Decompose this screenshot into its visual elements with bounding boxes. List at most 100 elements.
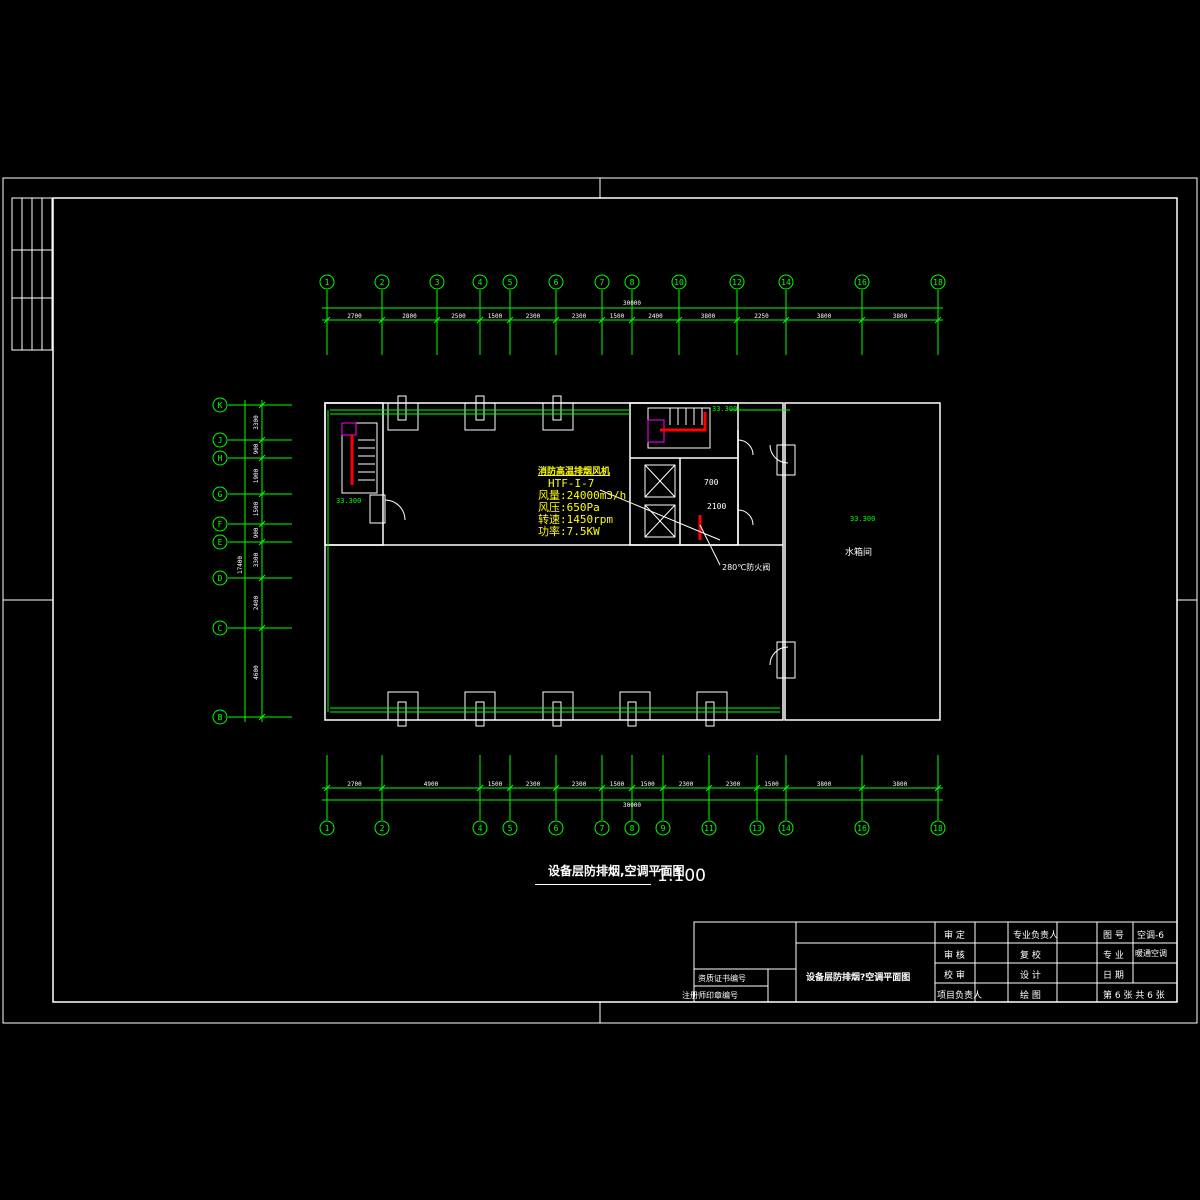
svg-text:16: 16 [857, 824, 867, 833]
svg-text:B: B [218, 713, 223, 722]
svg-text:7: 7 [600, 824, 605, 833]
tb-discipline-label: 专 业 [1103, 951, 1124, 961]
tb-cert-a: 资质证书编号 [698, 974, 746, 983]
svg-text:5: 5 [508, 824, 513, 833]
axis-left-F: F [212, 516, 228, 532]
dim-top-1: 2800 [402, 313, 417, 320]
axis-bottom-11: 11 [701, 820, 717, 836]
tb-discipline: 暖通空调 [1135, 949, 1167, 958]
dim-top-0: 2700 [347, 313, 362, 320]
fan-annotation: 消防高温排烟风机 HTF-I-7 风量:24000m3/h 风压:650Pa 转… [538, 466, 626, 538]
axis-bottom-5: 5 [502, 820, 518, 836]
svg-text:4: 4 [478, 278, 483, 287]
fan-title: 消防高温排烟风机 [538, 467, 611, 477]
dim-bottom-8: 2300 [726, 781, 741, 788]
outer-sheet-border [2, 177, 1198, 1024]
axis-left-J: J [212, 432, 228, 448]
svg-text:H: H [218, 454, 223, 463]
svg-text:16: 16 [857, 278, 867, 287]
svg-text:J: J [218, 436, 223, 445]
dim-top-11: 3800 [893, 313, 908, 320]
svg-text:3: 3 [435, 278, 440, 287]
dim-top-2: 2500 [451, 313, 466, 320]
svg-text:D: D [218, 574, 223, 583]
dim-top-total: 30000 [623, 300, 641, 307]
ducts [327, 409, 790, 713]
svg-text:5: 5 [508, 278, 513, 287]
tb-approve: 审 定 [944, 931, 965, 941]
axis-bottom-9: 9 [655, 820, 671, 836]
room-elevation-right: 33.300 [850, 515, 876, 523]
svg-text:K: K [218, 401, 223, 410]
dim-top-5: 2300 [572, 313, 587, 320]
dim-top-8: 3800 [701, 313, 716, 320]
dim-top-10: 3800 [817, 313, 832, 320]
stair-right [647, 407, 711, 449]
dim-bottom-2: 1500 [488, 781, 503, 788]
svg-text:13: 13 [752, 824, 762, 833]
fan-pressure: 风压:650Pa [538, 501, 600, 514]
axis-top-6: 6 [548, 274, 564, 290]
svg-text:4: 4 [478, 824, 483, 833]
dim-left-0: 3300 [253, 415, 260, 430]
axis-top-10: 10 [671, 274, 687, 290]
fan-leader [599, 489, 721, 541]
svg-text:1: 1 [325, 278, 330, 287]
svg-text:E: E [218, 538, 223, 547]
water-room-label: 水箱间 [845, 548, 873, 558]
damper-label: 280℃防火阀 [722, 563, 771, 572]
svg-text:6: 6 [554, 824, 559, 833]
fan-model: HTF-I-7 [548, 477, 595, 490]
dim-left-1: 900 [253, 443, 260, 454]
dim-bottom-total: 30000 [623, 802, 641, 809]
dim-top-3: 1500 [488, 313, 503, 320]
tb-draw: 绘 图 [1020, 991, 1041, 1001]
axis-left-G: G [212, 486, 228, 502]
axis-left-B: B [212, 709, 228, 725]
tb-drawing-no: 空调-6 [1137, 931, 1164, 941]
dim-left-4: 900 [253, 527, 260, 538]
svg-text:7: 7 [600, 278, 605, 287]
dim-left-6: 2400 [253, 595, 260, 610]
axis-bottom-16: 16 [854, 820, 870, 836]
svg-text:10: 10 [674, 278, 684, 287]
dim-bottom-11: 3800 [893, 781, 908, 788]
dim-bottom-4: 2300 [572, 781, 587, 788]
dim-bottom-7: 2300 [679, 781, 694, 788]
dim-bottom-3: 2300 [526, 781, 541, 788]
dim-top-4: 2300 [526, 313, 541, 320]
axis-top-7: 7 [594, 274, 610, 290]
dim-left-3: 1500 [253, 501, 260, 516]
dim-top-6: 1500 [610, 313, 625, 320]
axis-bottom-8: 8 [624, 820, 640, 836]
svg-text:1: 1 [325, 824, 330, 833]
axis-top-5: 5 [502, 274, 518, 290]
dim-left-7: 4600 [253, 665, 260, 680]
axis-top-12: 12 [729, 274, 745, 290]
tb-project-lead: 项目负责人 [937, 991, 983, 1001]
svg-text:F: F [218, 520, 223, 529]
axis-top-18: 18 [930, 274, 946, 290]
damper-leader [699, 524, 721, 566]
tb-discipline-lead: 专业负责人 [1013, 931, 1059, 941]
axis-bottom-18: 18 [930, 820, 946, 836]
axis-bottom-4: 4 [472, 820, 488, 836]
axis-top-3: 3 [429, 274, 445, 290]
drawing-title: 设备层防排烟,空调平面图 [548, 864, 685, 878]
dim-700: 700 [704, 478, 719, 487]
svg-text:12: 12 [732, 278, 742, 287]
elevators [644, 464, 676, 538]
fan-power: 功率:7.5KW [538, 525, 600, 538]
fan-speed: 转速:1450rpm [538, 513, 613, 526]
svg-text:C: C [218, 624, 223, 633]
svg-text:11: 11 [704, 824, 714, 833]
axis-left-K: K [212, 397, 228, 413]
axis-bottom-2: 2 [374, 820, 390, 836]
axis-left-E: E [212, 534, 228, 550]
svg-text:9: 9 [661, 824, 666, 833]
dim-bottom-6: 1500 [640, 781, 655, 788]
stair-elevation-left: 33.300 [336, 497, 362, 505]
